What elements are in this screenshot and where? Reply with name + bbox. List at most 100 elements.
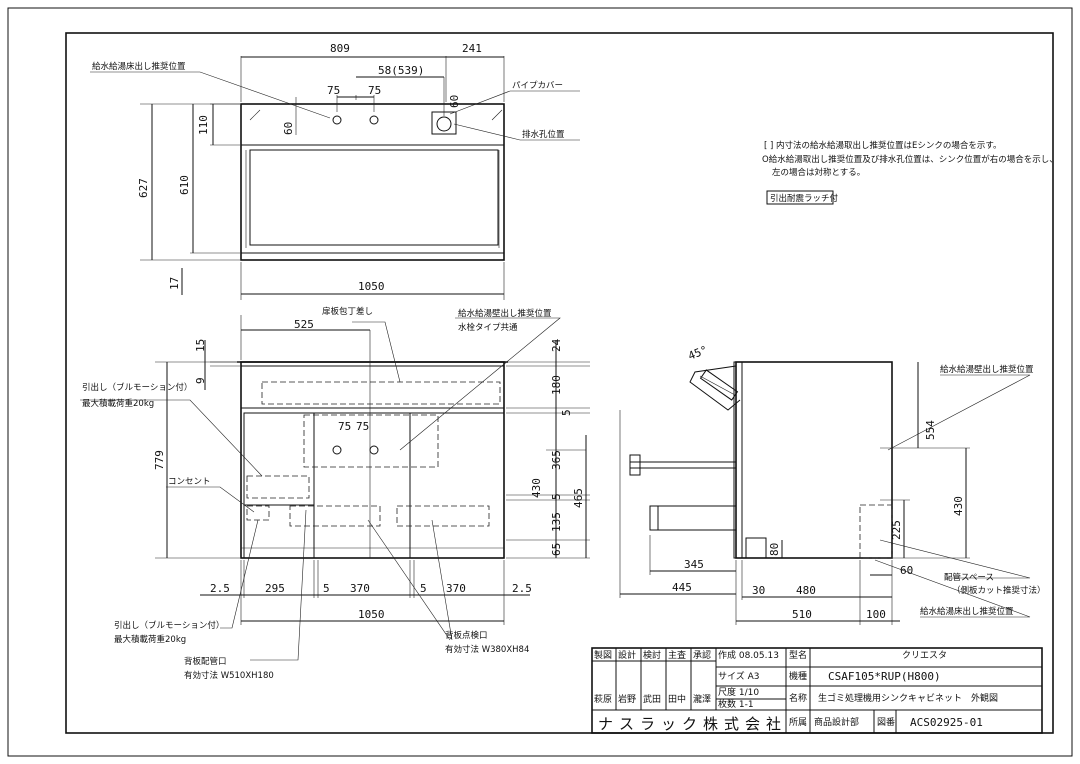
tb-dept: 商品設計部 [814,716,859,728]
label-back-pipe: 背板配管口 [184,656,227,667]
tb-header-1: 製図 [594,649,612,661]
label-top-step: 扉板包丁差し [322,306,373,317]
dim-front-465: 465 [572,488,585,508]
dim-front-24: 24 [550,338,563,352]
label-floor-outlet-side: 給水給湯床出し推奨位置 [920,606,1014,617]
label-drawer-b-load: 最大積載荷重20kg [114,634,186,645]
dim-front-370b: 370 [446,582,466,595]
label-pipe-space: 配管スペース [944,572,994,583]
tb-created: 作成 08.05.13 [718,649,779,661]
front-view-dimensions: 525 24 15 9 180 5 365 5 430 465 135 65 7… [153,318,585,621]
tb-dept-label: 所属 [789,717,807,728]
dim-side-554: 554 [924,420,937,440]
dim-top-241: 241 [462,42,482,55]
tb-size: サイズ A3 [718,670,759,682]
dim-side-100: 100 [866,608,886,621]
dim-top-17: 17 [168,277,181,290]
tb-drawing-label: 図番 [877,716,895,728]
label-drawer-b: 引出し（ブルモーション付） [114,620,224,631]
dim-side-510: 510 [792,608,812,621]
label-faucet-floor: 給水給湯床出し推奨位置 [92,61,186,72]
dim-top-1050: 1050 [358,280,385,293]
dim-front-5a: 5 [560,409,573,416]
dim-side-225: 225 [890,520,903,540]
latch-box [766,190,834,205]
note-latch: 引出耐震ラッチ付 [770,193,839,204]
dim-front-365: 365 [550,450,563,470]
tb-name-label: 名称 [789,692,807,704]
side-view [619,361,1031,625]
dim-side-60: 60 [900,564,913,577]
dim-front-9: 9 [194,377,207,384]
note-line-3: 左の場合は対称とする。 [772,167,865,178]
dim-side-430: 430 [952,496,965,516]
dim-front-75a: 75 [338,420,351,433]
dim-front-180: 180 [550,375,563,395]
dim-front-430: 430 [530,478,543,498]
dim-front-779: 779 [153,450,166,470]
label-wall-outlet-front: 給水給湯壁出し推奨位置 [458,308,552,319]
tb-name-5: 瀧澤 [693,693,711,705]
dim-top-58: 58(539) [378,64,424,77]
title-block: 製図 設計 検討 主査 承認 萩原 岩野 武田 田中 瀧澤 作成 08.05.1… [591,647,1043,734]
top-view [90,56,580,300]
label-back-inspect: 背板点検口 [445,630,488,641]
tb-model-label: 型名 [789,649,807,661]
dim-top-627: 627 [137,178,150,198]
note-line-1: [ ] 内寸法の給水給湯取出し推奨位置はEシンクの場合を示す。 [764,140,1002,151]
side-view-labels: 給水給湯壁出し推奨位置 配管スペース （側板カット推奨寸法） 給水給湯床出し推奨… [920,364,1046,617]
dim-top-60b: 60 [282,122,295,135]
dim-side-45: 45° [686,343,709,362]
label-drawer-a-load: 最大積載荷重20kg [82,398,154,409]
tb-name-4: 田中 [668,693,686,705]
label-outlet: コンセント [168,477,211,487]
dim-front-2-5a: 2.5 [210,582,230,595]
tb-company: ナスラック株式会社 [598,715,787,733]
label-pipe-cover: パイプカバー [512,81,563,91]
tb-name-1: 萩原 [594,694,612,705]
dim-front-295: 295 [265,582,285,595]
front-view [80,315,590,661]
tb-header-3: 検討 [643,649,661,661]
dim-front-1050: 1050 [358,608,385,621]
front-view-labels: 扉板包丁差し 給水給湯壁出し推奨位置 水栓タイプ共通 引出し（ブルモーション付）… [82,306,552,681]
label-back-pipe-size: 有効寸法 W510XH180 [184,670,274,681]
dim-front-2-5b: 2.5 [512,582,532,595]
tb-sheets: 枚数 1-1 [718,698,754,710]
label-pipe-space-note: （側板カット推奨寸法） [952,585,1046,596]
dim-top-809: 809 [330,42,350,55]
top-view-labels: 給水給湯床出し推奨位置 パイプカバー 排水孔位置 [92,61,565,140]
general-notes: [ ] 内寸法の給水給湯取出し推奨位置はEシンクの場合を示す。 O給水給湯取出し… [762,140,1058,205]
tb-header-5: 承認 [693,649,711,661]
label-drawer-a: 引出し（ブルモーション付） [82,382,192,393]
label-drain: 排水孔位置 [522,129,565,140]
top-view-dimensions: 809 241 75 75 58(539) 60 60 110 627 610 … [137,42,482,293]
note-line-2: O給水給湯取出し推奨位置及び排水孔位置は、シンク位置が右の場合を示し、 [762,154,1058,165]
dim-front-370a: 370 [350,582,370,595]
tb-header-4: 主査 [668,649,686,661]
tb-header-2: 設計 [618,649,636,661]
dim-side-30: 30 [752,584,765,597]
dim-front-5b: 5 [550,493,563,500]
tb-model: クリエスタ [902,650,947,661]
tb-type: CSAF105*RUP(H800) [828,670,941,683]
dim-top-110: 110 [197,115,210,135]
tb-name: 生ゴミ処理機用シンクキャビネット 外観図 [818,692,998,704]
dim-top-75b: 75 [368,84,381,97]
inner-frame [65,32,1054,734]
dim-front-525: 525 [294,318,314,331]
tb-scale: 尺度 1/10 [718,686,759,698]
outer-frame [7,7,1073,757]
dim-top-75a: 75 [327,84,340,97]
tb-name-2: 岩野 [618,693,636,705]
tb-name-3: 武田 [643,693,661,705]
dim-front-65: 65 [550,543,563,556]
dim-front-135: 135 [550,512,563,532]
dim-front-15: 15 [194,339,207,352]
label-wall-outlet-side: 給水給湯壁出し推奨位置 [940,364,1034,375]
label-faucet-common: 水栓タイプ共通 [458,322,518,333]
dim-side-445: 445 [672,581,692,594]
label-back-inspect-size: 有効寸法 W380XH84 [445,644,529,655]
dim-top-60a: 60 [448,95,461,108]
